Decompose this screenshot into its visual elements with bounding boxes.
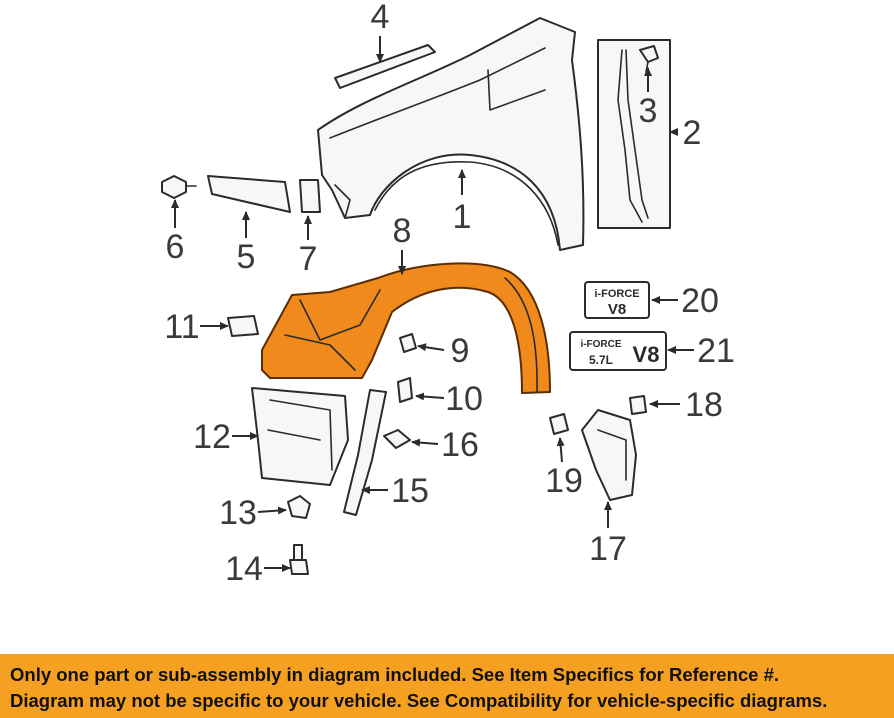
callout-21: 21 <box>697 332 735 370</box>
callout-20: 20 <box>681 282 719 320</box>
molding-strip-part <box>334 44 436 89</box>
bolt-part-10 <box>397 377 413 403</box>
callout-2: 2 <box>683 114 702 152</box>
clip-part-7 <box>299 179 321 213</box>
fender-liner-shape <box>261 262 551 394</box>
emblem-21-text-top: i-FORCE <box>580 339 621 350</box>
disclaimer-line-2: Diagram may not be specific to your vehi… <box>10 690 828 711</box>
callout-1: 1 <box>453 198 472 236</box>
bolt-part-19 <box>549 413 569 435</box>
fender-seal-part <box>597 39 671 229</box>
nut-part-13 <box>287 495 311 519</box>
fender-part <box>317 17 585 251</box>
callout-6: 6 <box>166 228 185 266</box>
emblem-20-text-bottom: V8 <box>608 301 626 318</box>
callout-8: 8 <box>393 212 412 250</box>
callout-5: 5 <box>237 238 256 276</box>
callout-9: 9 <box>451 332 470 370</box>
emblem-part-21: i-FORCE 5.7L V8 <box>569 331 667 371</box>
callout-10: 10 <box>445 380 483 418</box>
splash-shield-part <box>251 387 349 486</box>
callout-12: 12 <box>193 418 231 456</box>
callout-11: 11 <box>164 308 199 346</box>
callout-18: 18 <box>685 386 723 424</box>
callout-16: 16 <box>441 426 479 464</box>
emblem-20-text-top: i-FORCE <box>594 288 639 300</box>
bolt-part-11 <box>227 315 259 337</box>
callout-3: 3 <box>639 92 658 130</box>
bolt-part-16 <box>383 429 411 449</box>
disclaimer-line-1: Only one part or sub-assembly in diagram… <box>10 664 780 685</box>
leader-lines <box>171 36 694 572</box>
callout-4: 4 <box>371 0 390 36</box>
callout-15: 15 <box>391 472 429 510</box>
seal-strip-part-15 <box>343 389 387 516</box>
callout-19: 19 <box>545 462 583 500</box>
bracket-part-5 <box>207 175 291 213</box>
fender-liner-part <box>261 262 551 394</box>
bolt-part-14 <box>289 544 309 575</box>
emblem-21-text-bottom: 5.7L <box>589 353 613 367</box>
parts-diagram: i-FORCE V8 i-FORCE 5.7L V8 1 2 3 <box>161 0 735 588</box>
mud-guard-part <box>581 409 637 501</box>
callout-14: 14 <box>225 550 263 588</box>
bolt-part-9 <box>399 333 417 353</box>
clip-part-18 <box>629 395 647 415</box>
emblem-part-20: i-FORCE V8 <box>584 281 650 319</box>
emblem-21-text-large: V8 <box>633 342 660 367</box>
callout-13: 13 <box>219 494 257 532</box>
disclaimer-banner: Only one part or sub-assembly in diagram… <box>0 654 894 718</box>
callout-numbers: 1 2 3 4 5 6 7 8 9 10 11 12 13 14 15 16 1… <box>164 0 735 588</box>
callout-17: 17 <box>589 530 627 568</box>
callout-7: 7 <box>299 240 318 278</box>
bolt-part-6 <box>161 175 197 199</box>
